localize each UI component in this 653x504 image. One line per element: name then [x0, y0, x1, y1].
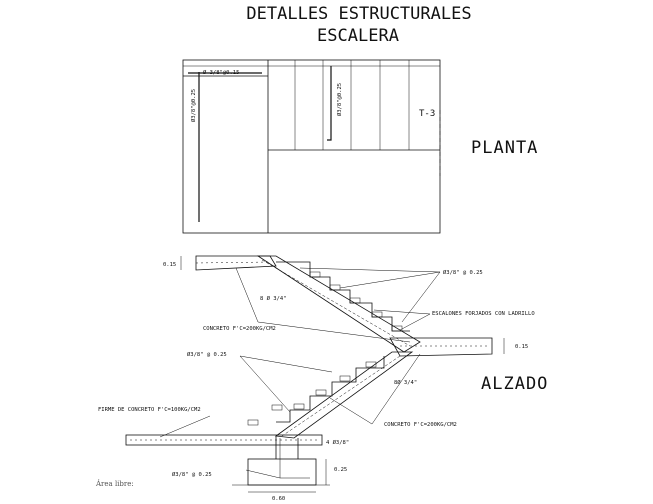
footer-note: Área libre: — [95, 479, 134, 488]
upper-flight-slab — [256, 255, 421, 353]
lower-flight-rebar — [281, 355, 401, 437]
upper-flight-rebar — [261, 259, 411, 347]
leader — [235, 267, 411, 343]
elevation-label: ALZADO — [481, 374, 548, 394]
plan-outline — [182, 59, 441, 234]
label-rebar-steps: Ø3/8" @ 0.25 — [443, 269, 483, 276]
plan-rebar-top-label: Ø 3/8"@0.15 — [203, 69, 239, 76]
brick — [339, 375, 351, 382]
dim-top: 0.15 — [163, 262, 176, 268]
brick — [271, 404, 283, 411]
leader — [245, 469, 281, 479]
plan-view: Ø3/8"@0.25 Ø 3/8"@0.15 Ø3/8"@0.25 T-3 PL… — [182, 59, 538, 234]
dim-width: 0.60 — [272, 496, 285, 502]
label-rebar-left: Ø3/8" @ 0.25 — [187, 351, 227, 358]
footing-rebar — [279, 438, 310, 479]
leader — [159, 415, 211, 438]
label-concrete-upper: CONCRETO F'C=200KG/CM2 — [203, 326, 276, 332]
plan-rebar-left-label: Ø3/8"@0.25 — [190, 89, 197, 122]
floor-slab — [125, 434, 323, 446]
dim-footing: 0.25 — [334, 467, 347, 473]
leader — [329, 353, 421, 425]
brick — [349, 297, 361, 304]
leader — [373, 309, 431, 331]
label-main-bar-upper: 8 Ø 3/4" — [260, 295, 287, 302]
elevation-view: 0.15 0.15 0.25 0.60 Ø3/8" @ 0.25 8 Ø 3/4… — [98, 255, 548, 502]
footing — [247, 458, 317, 486]
label-bottom-bars: 4 Ø3/8" — [326, 439, 349, 446]
slab-hatch — [195, 261, 271, 264]
label-rebar-footing: Ø3/8" @ 0.25 — [172, 471, 212, 478]
brick — [247, 419, 259, 426]
label-floor-slab: FIRME DE CONCRETO F'C=100KG/CM2 — [98, 407, 201, 413]
section-mark: T-3 — [419, 109, 435, 119]
label-main-bar-lower: 8Ø 3/4" — [394, 379, 417, 386]
leader — [239, 355, 333, 413]
top-landing-slab — [195, 255, 277, 271]
middle-landing-slab — [389, 337, 493, 357]
brick — [309, 271, 321, 278]
plan-rebar-mid-label: Ø3/8"@0.25 — [336, 83, 343, 116]
brick — [329, 284, 341, 291]
drawing-subtitle: ESCALERA — [317, 26, 399, 46]
brick — [315, 389, 327, 396]
upper-brick-steps — [276, 261, 410, 332]
brick — [391, 325, 403, 332]
brick — [293, 403, 305, 410]
leader — [299, 267, 441, 323]
drawing-title: DETALLES ESTRUCTURALES — [246, 4, 471, 24]
label-concrete-lower: CONCRETO F'C=200KG/CM2 — [384, 422, 457, 428]
brick — [365, 361, 377, 368]
plan-label: PLANTA — [471, 138, 538, 158]
plan-rebar-mid — [327, 66, 332, 141]
lower-flight-slab — [274, 351, 414, 439]
label-brick-steps: ESCALONES FORJADOS CON LADRILLO — [432, 311, 535, 317]
dim-right: 0.15 — [515, 344, 528, 350]
lower-brick-steps — [276, 356, 385, 423]
brick — [371, 311, 383, 318]
footing-stem — [275, 436, 299, 459]
